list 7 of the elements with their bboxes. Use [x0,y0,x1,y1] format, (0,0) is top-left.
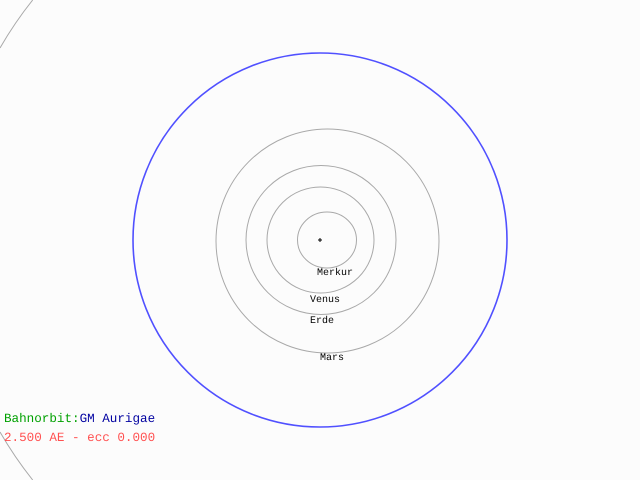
orbit-label: Merkur [317,269,354,279]
star-name: GM Aurigae [80,413,156,426]
field-label: Bahnorbit: [4,413,80,426]
orbit-label: Erde [310,317,334,327]
orbit-parameters: 2.500 AE - ecc 0.000 [4,432,156,445]
orbit-label: Mars [320,354,344,364]
orbit-label: Venus [310,296,340,306]
